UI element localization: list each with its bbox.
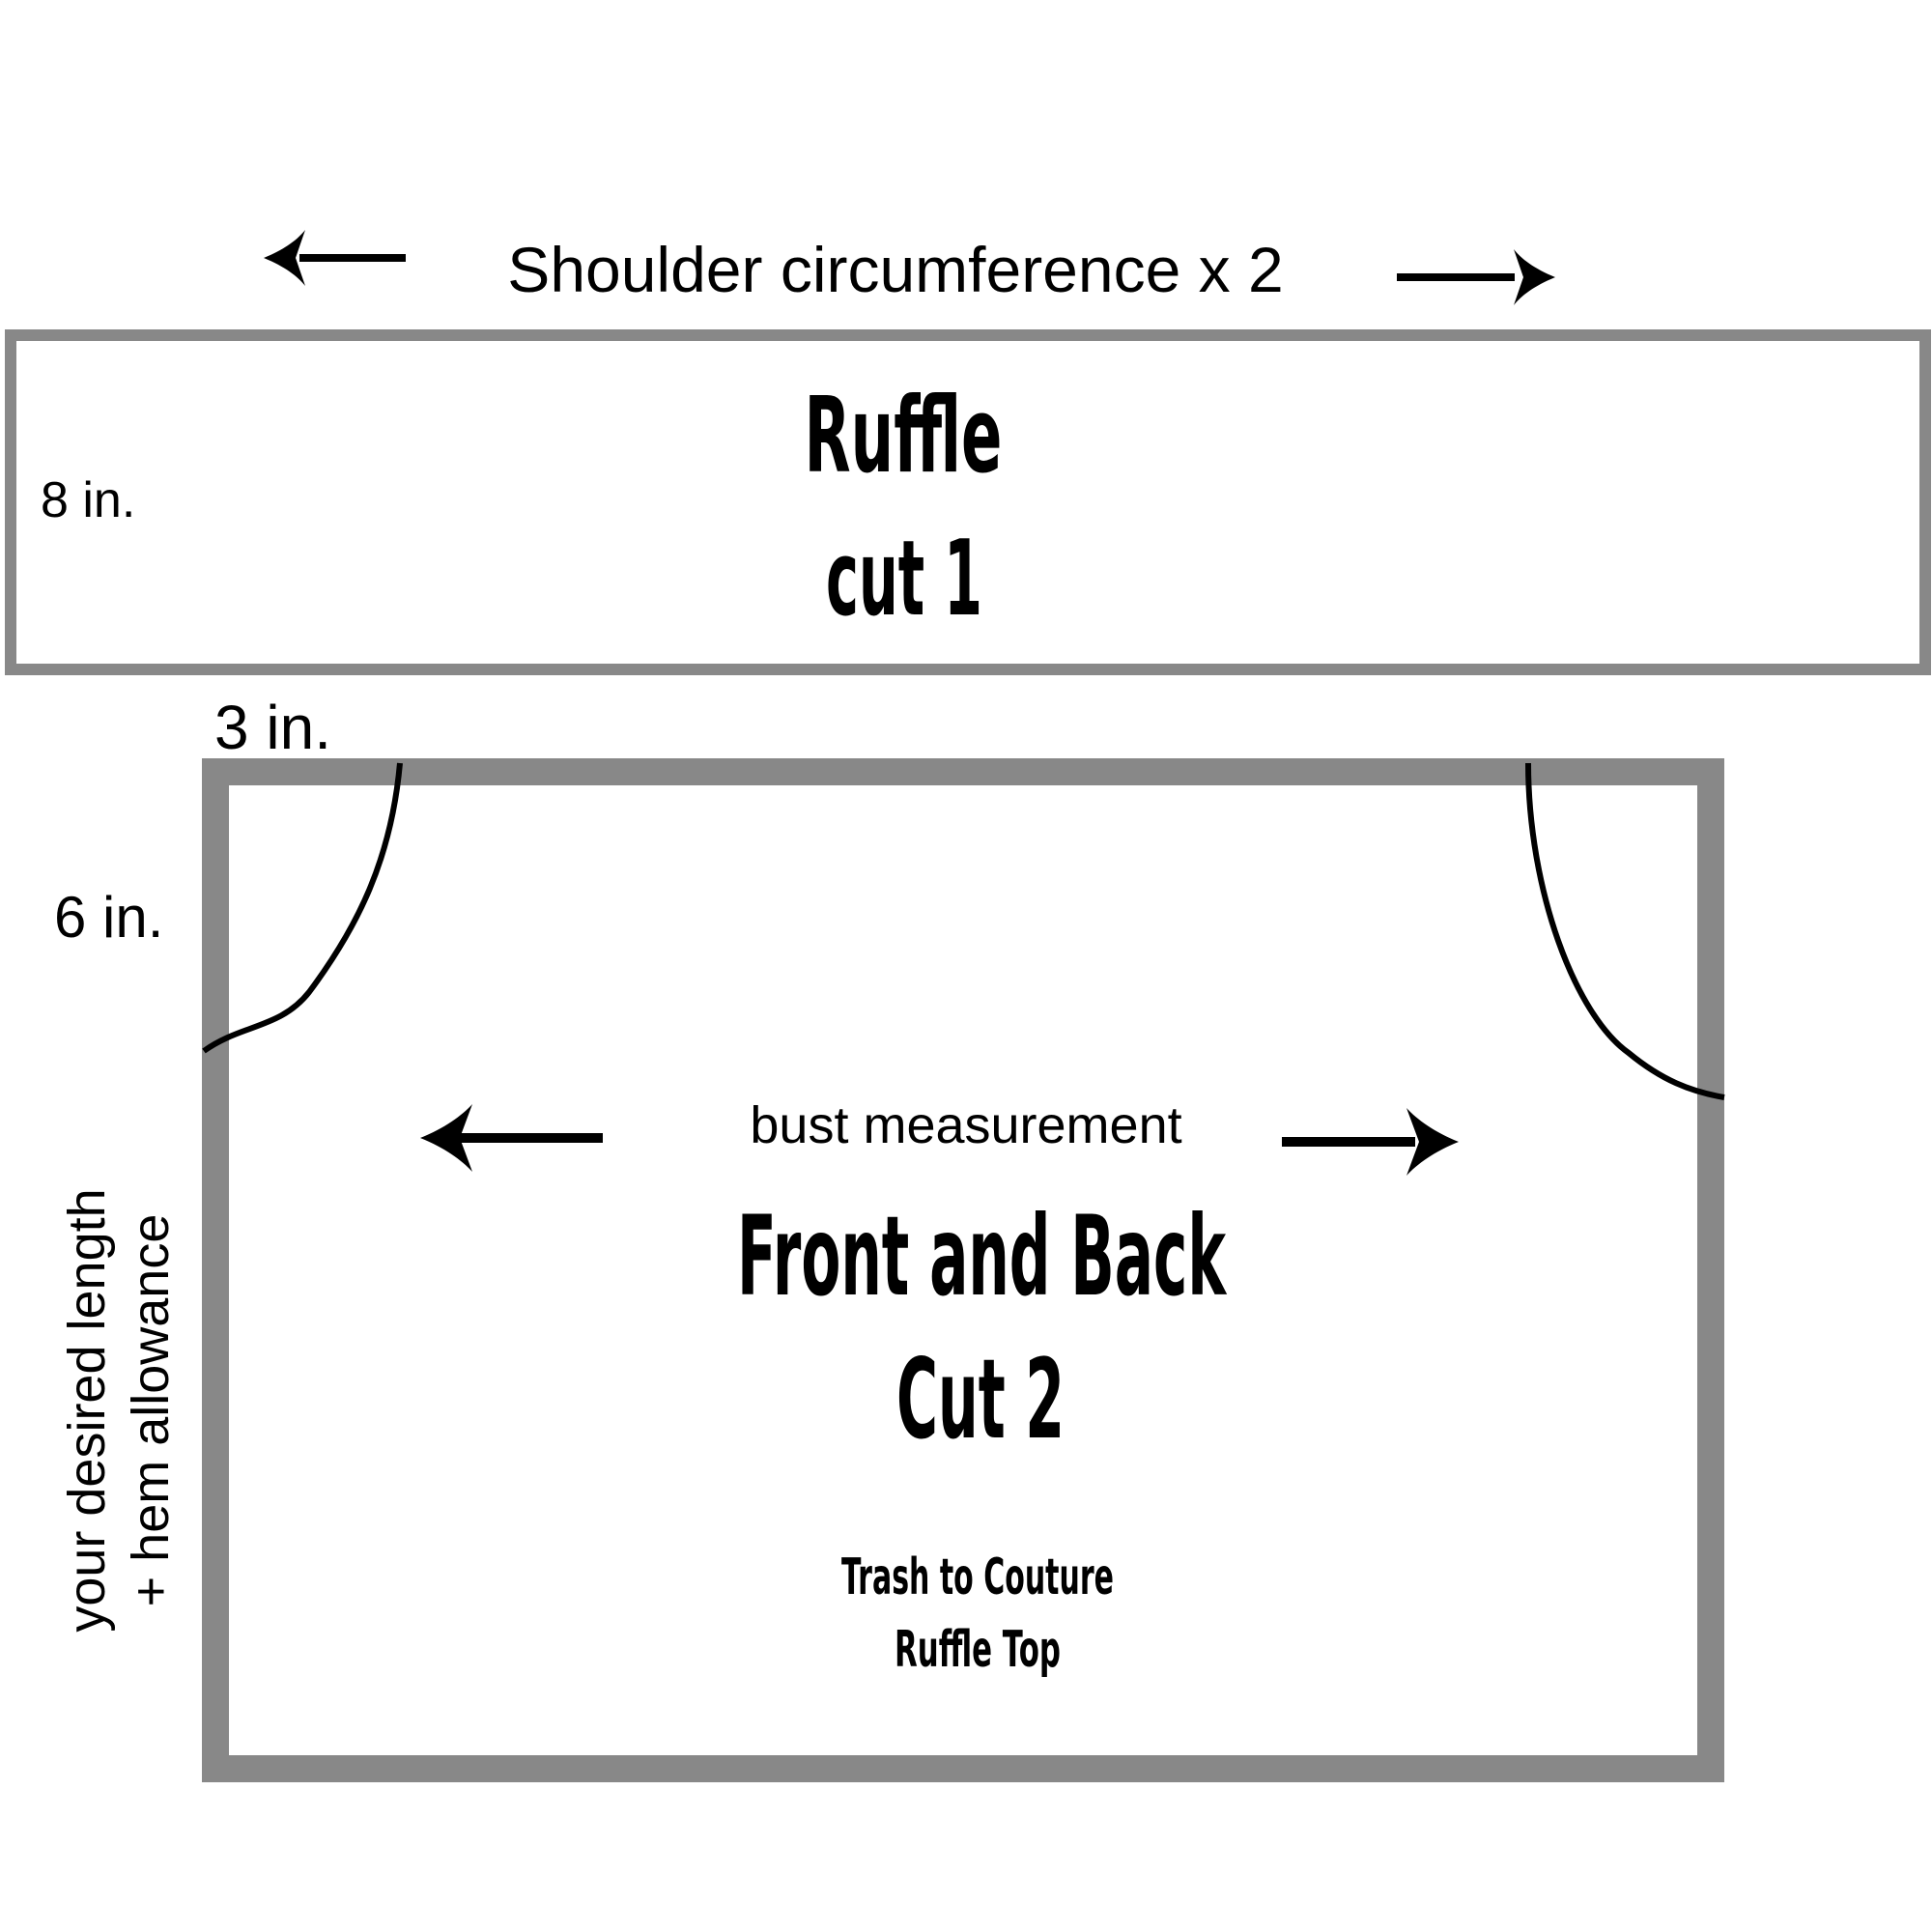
bust-width-label: bust measurement: [750, 1096, 1181, 1154]
ruffle-width-left-arrow: [264, 230, 406, 286]
length-label-line1: your desired length: [58, 1188, 116, 1632]
ruffle-piece-outline: [5, 329, 1931, 675]
ruffle-piece: Shoulder circumference x 2 8 in. Ruffle …: [5, 230, 1931, 675]
right-armhole-curve: [1525, 762, 1725, 1100]
armhole-width-label: 3 in.: [214, 693, 331, 762]
front-back-piece: 3 in. 6 in. bust measurement your desire…: [54, 693, 1725, 1782]
ruffle-title: Ruffle: [805, 376, 1003, 497]
credit-line2: Ruffle Top: [895, 1621, 1061, 1679]
left-armhole-curve: [202, 762, 403, 1054]
bust-width-left-arrow: [420, 1104, 603, 1172]
front-back-cut-label: Cut 2: [896, 1335, 1065, 1463]
credit-line1: Trash to Couture: [841, 1548, 1114, 1606]
front-back-title: Front and Back: [737, 1192, 1227, 1321]
length-label: your desired length + hem allowance: [58, 1188, 180, 1632]
ruffle-width-label: Shoulder circumference x 2: [507, 234, 1283, 305]
bust-width-right-arrow: [1282, 1108, 1459, 1176]
ruffle-cut-label: cut 1: [826, 519, 982, 639]
ruffle-width-right-arrow: [1397, 249, 1555, 305]
ruffle-height-label: 8 in.: [41, 472, 135, 528]
front-back-piece-outline: [202, 758, 1724, 1782]
length-label-line2: + hem allowance: [122, 1214, 180, 1607]
armhole-depth-label: 6 in.: [54, 885, 163, 950]
